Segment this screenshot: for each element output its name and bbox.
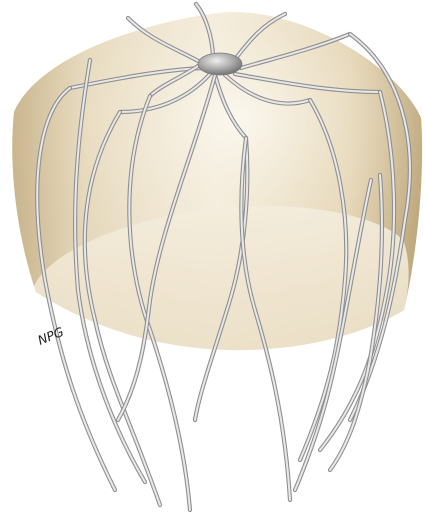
central-hub	[198, 53, 242, 75]
hub-ellipse	[198, 53, 242, 75]
